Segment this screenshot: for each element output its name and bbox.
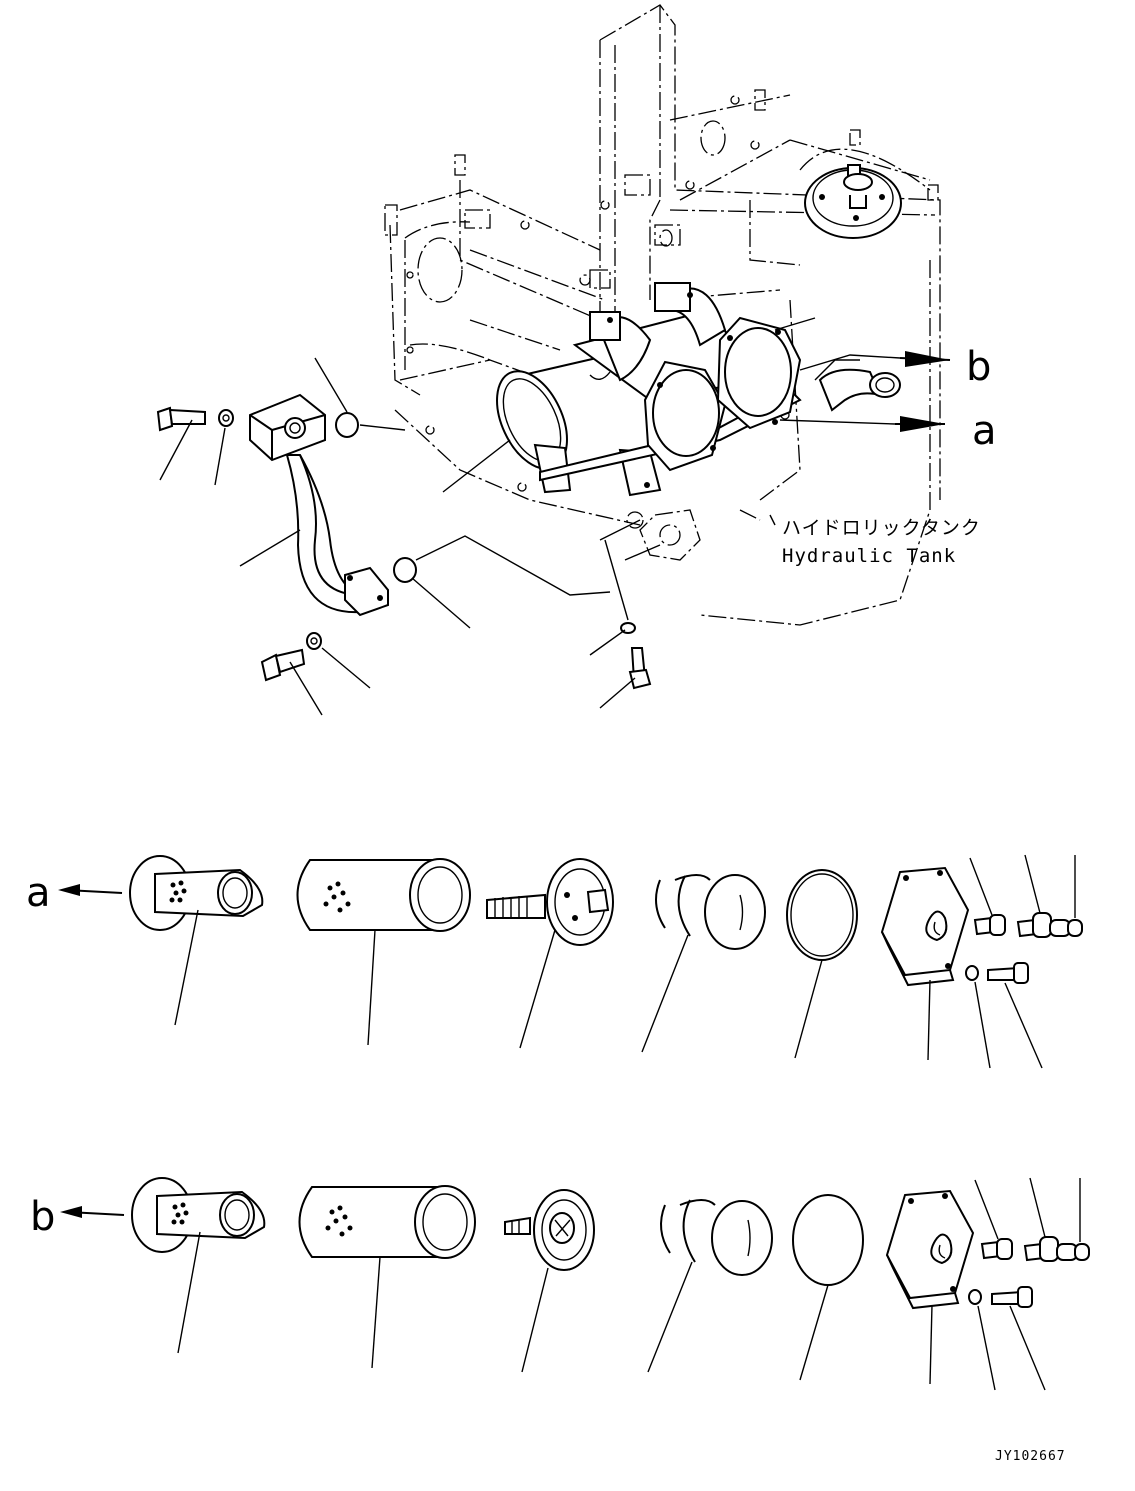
leader-lines-top — [159, 317, 901, 716]
cover-plate-a — [880, 866, 970, 987]
cover-plate-b — [885, 1189, 975, 1310]
drawing-code: JY102667 — [995, 1449, 1066, 1464]
strainer-assembly-top — [496, 282, 802, 497]
hydraulic-tank-outline — [384, 4, 941, 626]
o-rings-top — [335, 412, 417, 583]
tank-bottom-port — [639, 509, 701, 561]
pipe-bolts — [156, 406, 652, 690]
tank-side-elbow — [814, 359, 901, 412]
tank-label-japanese: ハイドロリックタンク — [782, 517, 981, 539]
strainer-tube-a — [129, 855, 264, 931]
leader-lines-row-b — [177, 1177, 1081, 1391]
springs-a — [655, 874, 766, 950]
label-a-row: a — [26, 870, 51, 916]
cover-bolts-a — [965, 912, 1083, 984]
suction-pipe — [249, 393, 389, 617]
label-a-top: a — [972, 408, 997, 454]
bypass-valve-a — [486, 858, 614, 946]
tank-label-english: Hydraulic Tank — [782, 545, 956, 567]
filter-element-b — [298, 1185, 476, 1259]
strainer-tube-b — [131, 1177, 266, 1253]
exploded-row-a: a — [26, 854, 1083, 1069]
tank-cap — [804, 164, 902, 239]
leader-lines-row-a — [174, 854, 1076, 1069]
exploded-row-b: b — [30, 1177, 1090, 1391]
gasket-b — [792, 1194, 864, 1286]
gasket-a — [786, 869, 858, 961]
filter-element-a — [296, 858, 471, 932]
label-b-top: b — [966, 344, 991, 390]
cover-bolts-b — [968, 1236, 1090, 1308]
bypass-valve-b — [504, 1189, 595, 1271]
springs-b — [660, 1199, 773, 1276]
arrows-top — [895, 351, 951, 432]
label-b-row: b — [30, 1194, 55, 1240]
